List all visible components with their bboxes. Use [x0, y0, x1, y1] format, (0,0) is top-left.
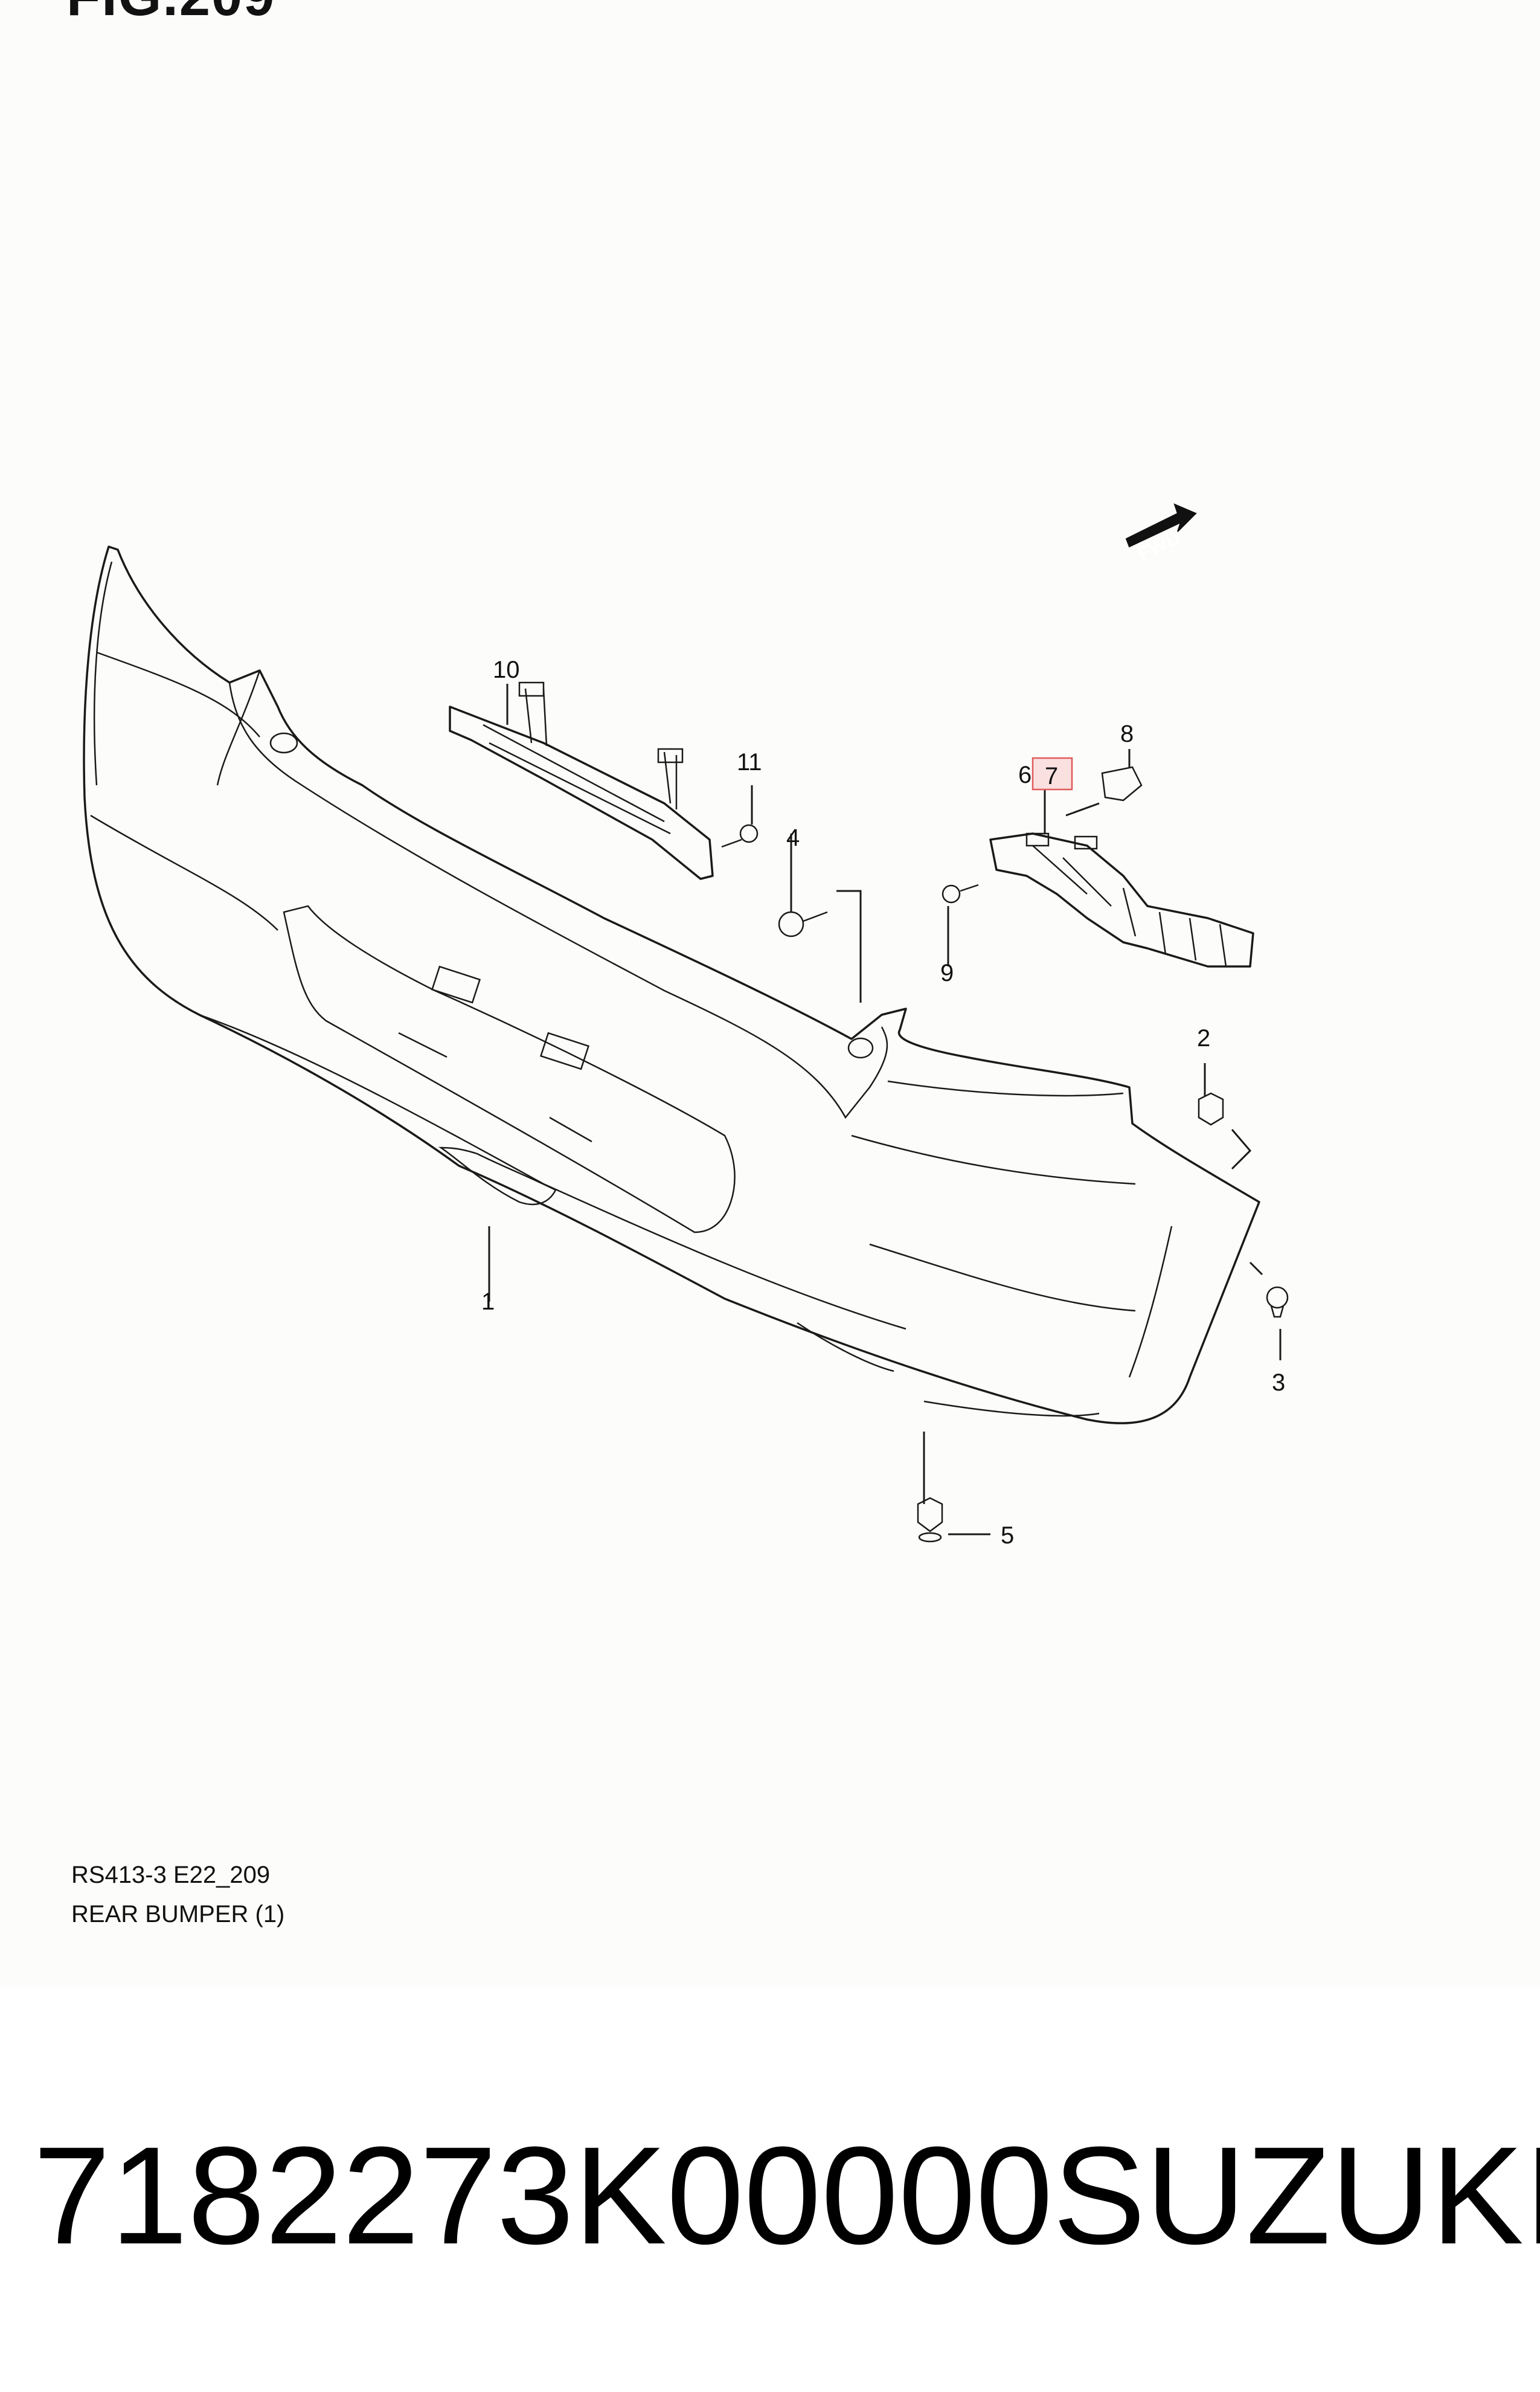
- fwd-arrow-icon: FWD: [1125, 503, 1197, 565]
- callout-10: 10: [493, 657, 520, 683]
- callout-9: 9: [940, 960, 954, 986]
- part-number: 7182273K00000: [33, 2118, 1053, 2273]
- callout-7: 7: [1045, 763, 1058, 789]
- highlight-box: [1031, 757, 1073, 791]
- callout-8: 8: [1120, 721, 1134, 747]
- figure-header: FIG.209: [66, 0, 275, 28]
- callout-1: 1: [481, 1288, 495, 1315]
- footer-bar: 7182273K00000 SUZUKI: [0, 2126, 1540, 2265]
- callout-4: 4: [786, 825, 800, 851]
- callout-6: 6: [1018, 762, 1031, 788]
- callout-2: 2: [1197, 1025, 1210, 1052]
- callout-labels: 1 2 3 4 5 6 7 8 9 10 11: [481, 657, 1285, 1549]
- bumper-cover: [83, 545, 1260, 1424]
- rear-bumper-diagram: FWD 1 2 3 4 5 6: [83, 503, 1289, 1549]
- callout-3: 3: [1272, 1369, 1285, 1396]
- caption-code: RS413-3 E22_209: [71, 1862, 271, 1888]
- bracket-part-6: [989, 832, 1254, 968]
- callout-11: 11: [737, 749, 762, 776]
- callout-5: 5: [1001, 1522, 1014, 1549]
- caption-title: REAR BUMPER (1): [71, 1901, 285, 1927]
- brand-name: SUZUKI: [1053, 2118, 1540, 2273]
- bracket-part-10: [449, 681, 714, 880]
- fasteners: [721, 766, 1289, 1543]
- parts-diagram-panel: FIG.209: [66, 0, 1289, 1927]
- leader-lines: [488, 684, 1282, 1535]
